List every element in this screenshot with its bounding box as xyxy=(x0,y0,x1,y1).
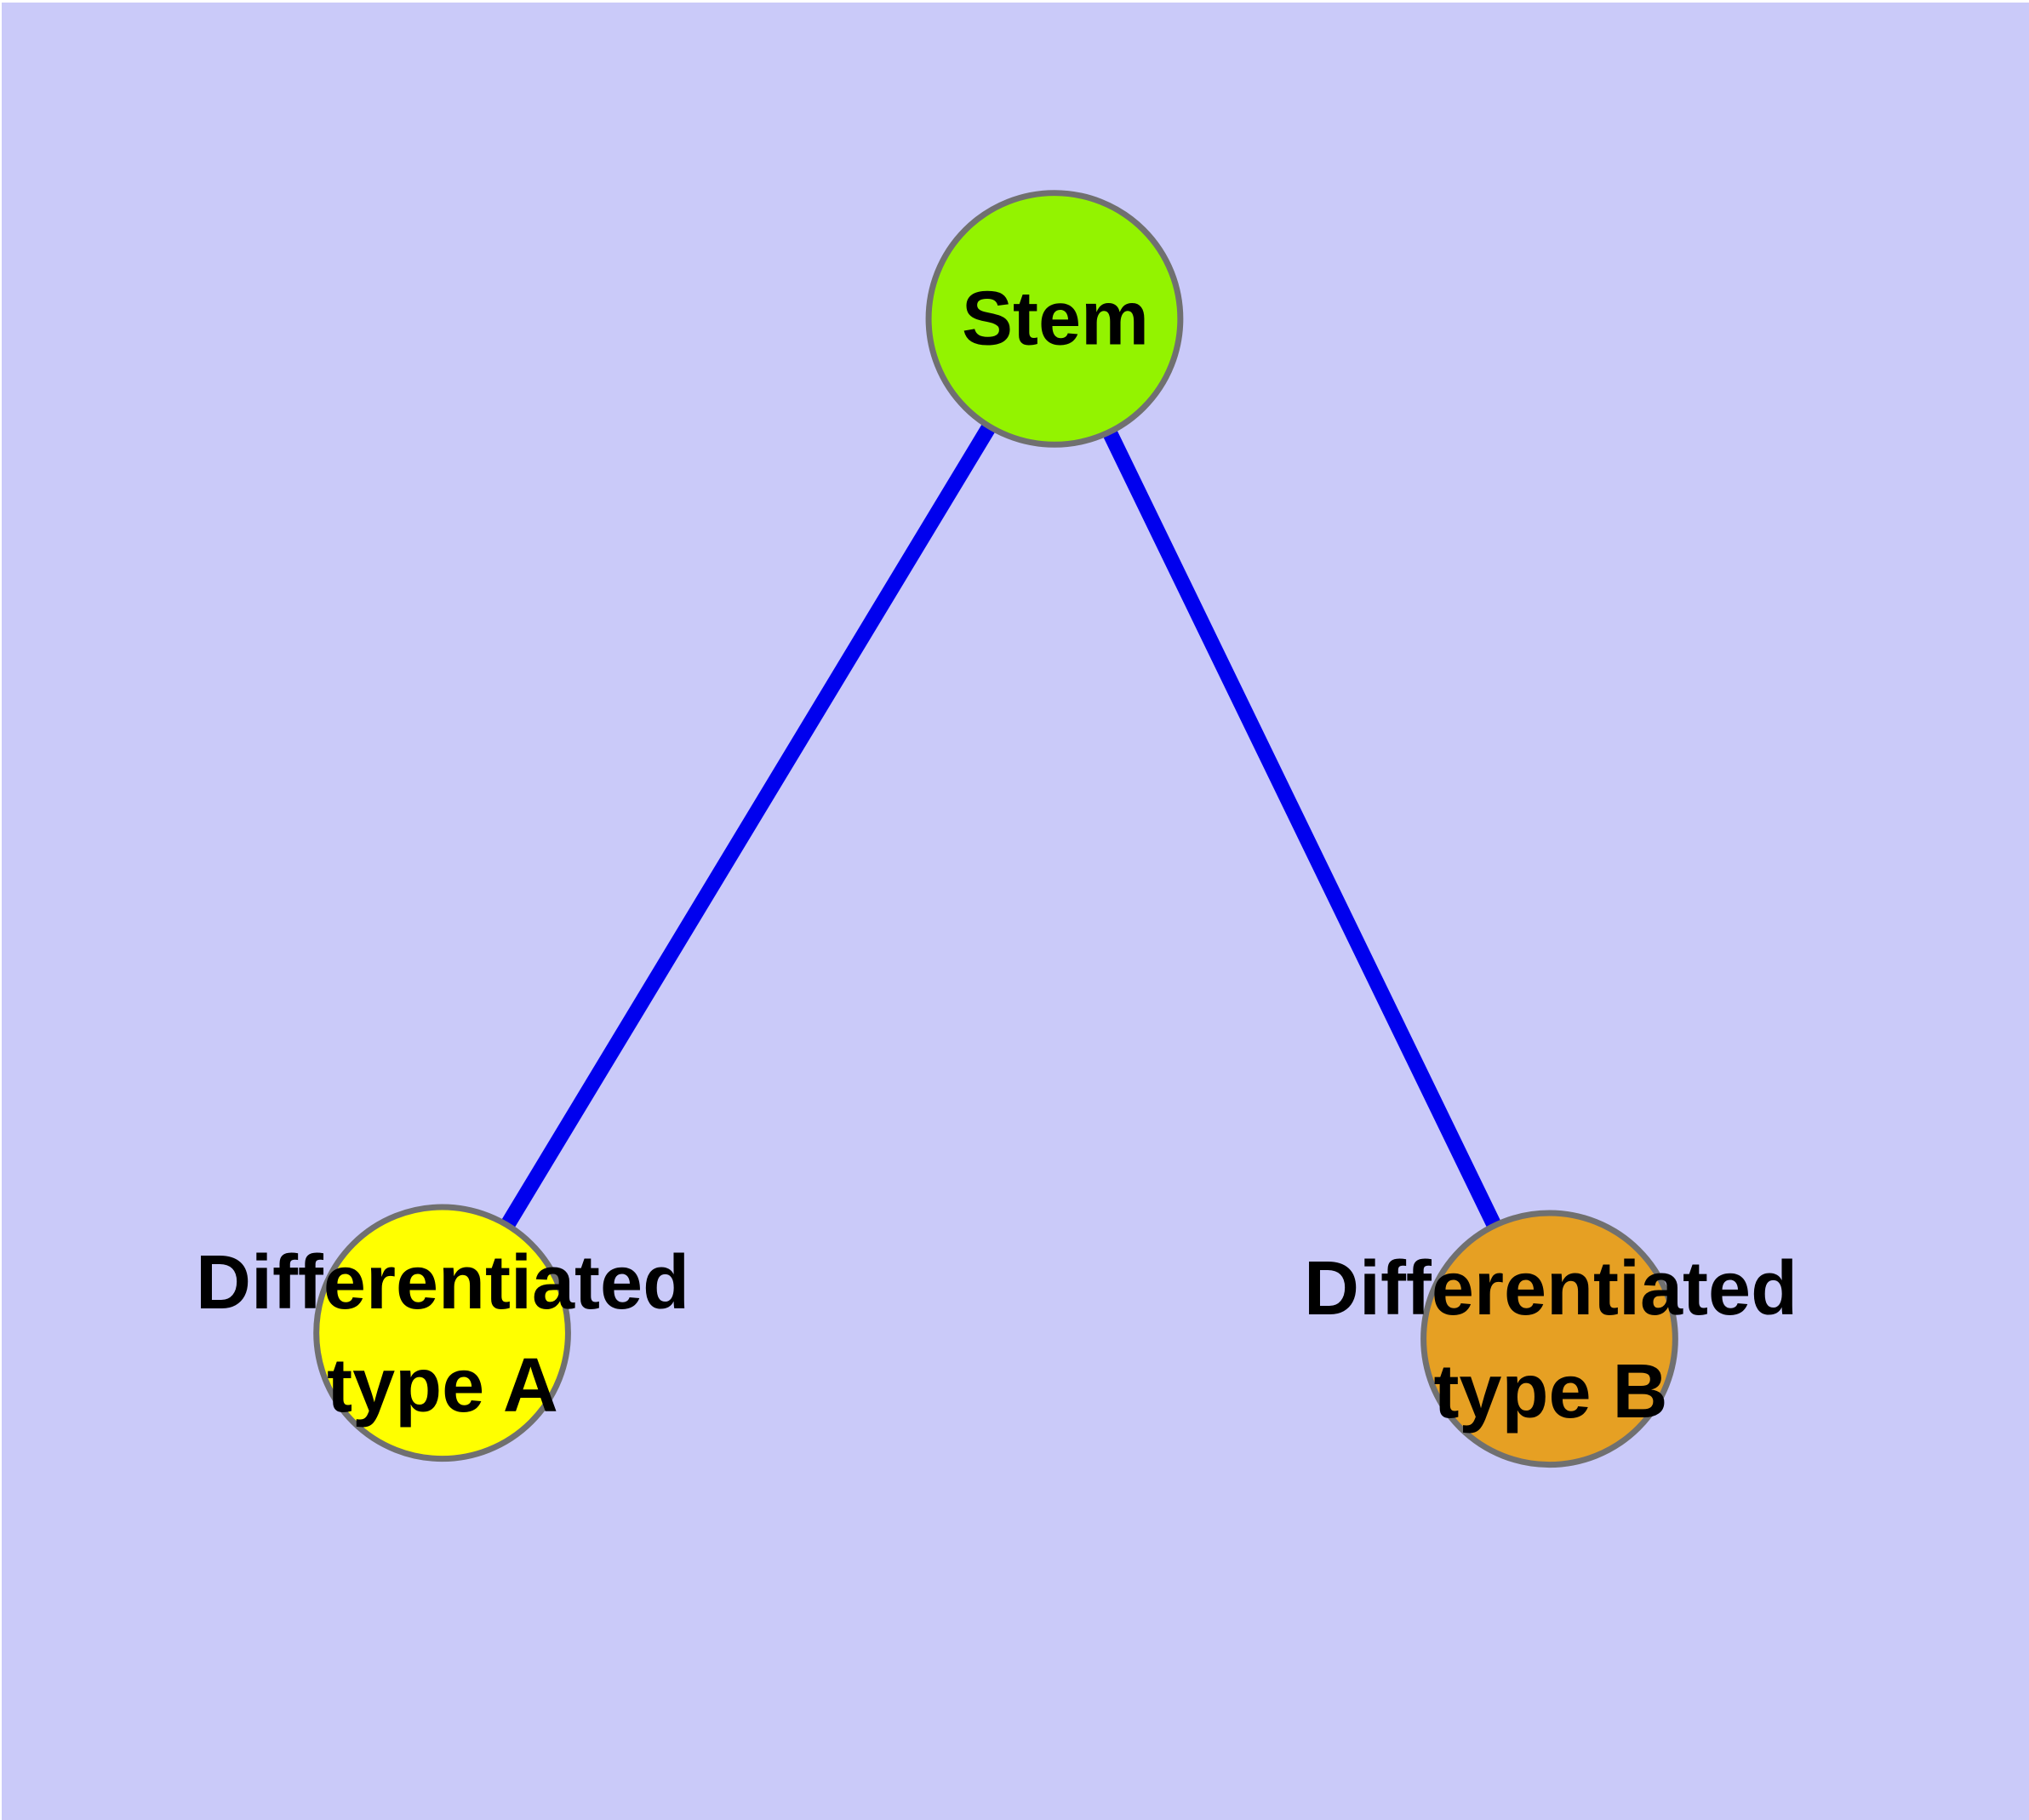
diagram-canvas: Stem Differentiated type A Differentiate… xyxy=(2,3,2029,1820)
node-circle-type-a xyxy=(313,1204,571,1462)
node-circle-type-b xyxy=(1420,1210,1678,1468)
edge-stem-to-type-b xyxy=(1047,315,1557,1342)
edge-stem-to-type-a xyxy=(435,314,1061,1337)
graph-svg xyxy=(313,190,1678,1468)
node-circle-stem xyxy=(925,190,1184,448)
